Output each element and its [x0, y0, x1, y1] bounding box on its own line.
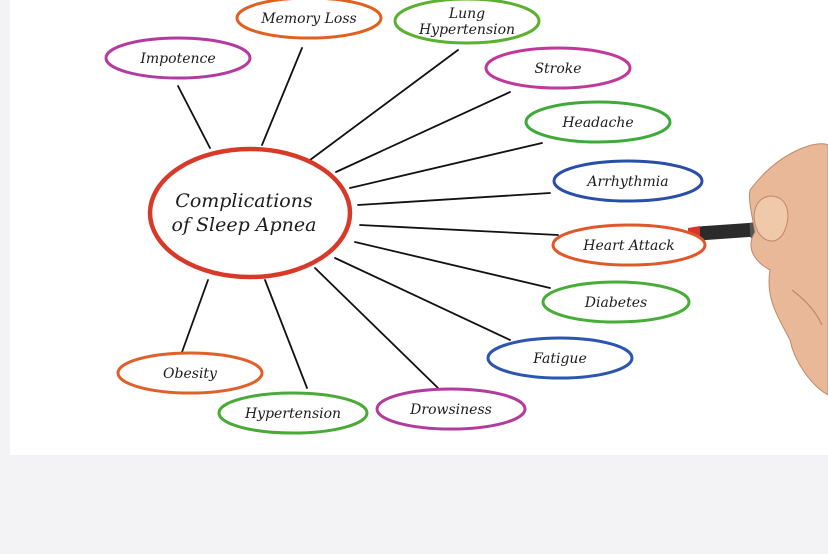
connector-arrhythmia	[357, 192, 551, 206]
node-arrhythmia-ellipse	[552, 159, 704, 203]
node-drowsiness-ellipse	[375, 387, 527, 431]
connector-stroke	[335, 91, 511, 173]
node-drowsiness-label: Drowsiness	[409, 402, 492, 418]
node-stroke-label: Stroke	[534, 61, 581, 77]
connector-lung-hypertension	[309, 49, 459, 161]
node-impotence-label: Impotence	[139, 51, 215, 67]
node-arrhythmia-label: Arrhythmia	[585, 174, 668, 190]
node-lung-hypertension-label-line1: Lung	[448, 6, 485, 22]
node-stroke-ellipse	[484, 46, 632, 90]
node-obesity-ellipse	[116, 351, 264, 395]
hand-with-marker-illustration	[688, 143, 828, 396]
center-node-ellipse	[147, 146, 353, 280]
node-fatigue-ellipse	[486, 336, 634, 380]
node-hypertension-label: Hypertension	[244, 406, 341, 422]
node-heart-attack-ellipse	[551, 223, 707, 267]
node-memory-loss-ellipse	[235, 0, 383, 40]
connector-headache	[349, 142, 543, 189]
node-fatigue-label: Fatigue	[532, 351, 586, 367]
center-node-title-line1: Complications	[175, 190, 313, 212]
node-heart-attack-label: Heart Attack	[582, 238, 674, 254]
node-hypertension-ellipse	[217, 391, 369, 435]
center-node-title-line2: of Sleep Apnea	[172, 214, 317, 236]
node-diabetes-label: Diabetes	[584, 295, 647, 311]
node-obesity-label: Obesity	[163, 366, 218, 382]
connector-fatigue	[334, 257, 511, 341]
node-headache-label: Headache	[561, 115, 633, 131]
connector-heart-attack	[359, 224, 559, 236]
node-headache-ellipse	[524, 100, 672, 144]
node-diabetes-ellipse	[541, 280, 691, 324]
node-lung-hypertension-ellipse	[393, 0, 541, 45]
connector-memory-loss	[261, 47, 303, 146]
node-memory-loss-label: Memory Loss	[260, 11, 356, 27]
node-impotence-ellipse	[104, 36, 252, 80]
connector-impotence	[177, 85, 211, 149]
connector-diabetes	[354, 241, 551, 289]
node-lung-hypertension-label-line2: Hypertension	[418, 22, 515, 38]
connector-drowsiness	[314, 267, 439, 389]
connector-hypertension	[264, 279, 308, 389]
connector-obesity	[181, 279, 209, 353]
